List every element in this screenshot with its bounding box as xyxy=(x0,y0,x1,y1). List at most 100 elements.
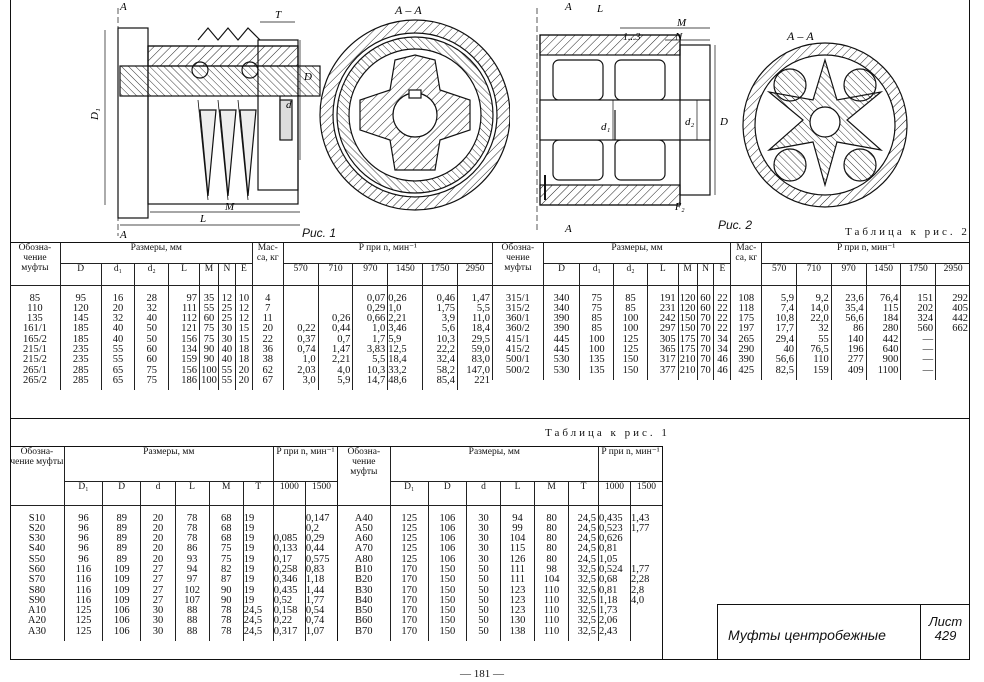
cell-value: 55 xyxy=(112,343,124,355)
cell-value: 360/2 xyxy=(505,323,530,335)
cell-value: 32,5 xyxy=(577,563,597,575)
cut-mark-top: А xyxy=(119,1,127,13)
cell-value: 100 xyxy=(588,333,605,345)
col-N-r: N xyxy=(696,263,714,286)
cell-value: 7 xyxy=(265,302,271,314)
cell-value: 106 xyxy=(113,605,130,617)
cell-value: 30 xyxy=(478,543,489,555)
cell-value: 90 xyxy=(203,354,215,366)
cell-value: B20 xyxy=(355,574,373,586)
cell-value: 280 xyxy=(882,323,899,335)
cell-value: 185 xyxy=(72,323,89,335)
cell-value: 500/1 xyxy=(505,354,530,366)
cell-value: 75 xyxy=(591,302,603,314)
dim-M: M xyxy=(224,201,235,213)
cell-value: 108 xyxy=(738,292,755,304)
dim-T: T xyxy=(275,9,282,21)
table-1-top-rule xyxy=(10,446,662,447)
cell-value: 5,9 xyxy=(388,333,402,345)
title-block: Муфты центробежные Лист 429 xyxy=(717,604,970,660)
cell-value: 55 xyxy=(818,333,829,345)
cell-value: 170 xyxy=(401,605,418,617)
cell-value: 83,0 xyxy=(471,354,490,366)
cell-value: 89 xyxy=(116,512,127,524)
cell-value: 34 xyxy=(717,333,728,345)
cell-value: 112 xyxy=(181,313,197,325)
col-D: D xyxy=(59,263,102,286)
cell-value: 138 xyxy=(509,625,526,637)
cell-value: 0,29 xyxy=(305,533,325,545)
cell-value: 265 xyxy=(738,333,755,345)
cell-value: 22 xyxy=(717,323,728,335)
cell-value: 3,83 xyxy=(366,343,386,355)
cell-value: 1,47 xyxy=(471,292,490,304)
cell-value: 12 xyxy=(238,313,250,325)
cell-value: 36 xyxy=(262,343,274,355)
col-sizes: Размеры, мм xyxy=(59,243,253,264)
cell-value: B40 xyxy=(355,594,373,606)
cell-value: S70 xyxy=(28,574,46,586)
cell-value: 3,46 xyxy=(388,323,407,335)
cell-value: 94 xyxy=(186,563,198,575)
cell-value: 24,5 xyxy=(243,615,263,627)
cell-value: 22 xyxy=(717,313,728,325)
cell-value: 165/2 xyxy=(22,333,47,345)
cell-value: 110 xyxy=(543,584,560,596)
cell-value: 110 xyxy=(813,354,829,366)
cell-value: 86 xyxy=(853,323,864,335)
cell-value: 19 xyxy=(243,553,255,565)
cell-value: 107 xyxy=(184,594,200,606)
cell-value: 0,37 xyxy=(297,333,316,345)
cell-value: 4 xyxy=(265,292,271,304)
t1-col-1000: 1000 xyxy=(272,481,306,506)
cell-value: 0,66 xyxy=(366,313,386,325)
cell-value: 265/1 xyxy=(22,364,47,376)
cell-value: 340 xyxy=(553,292,570,304)
col-1750-r: 1750 xyxy=(900,263,936,286)
cell-value: 4,0 xyxy=(631,594,645,606)
page-number: — 181 — xyxy=(460,668,504,680)
cell-value: S20 xyxy=(28,522,46,534)
cell-value: 170 xyxy=(401,625,418,637)
cell-value: 2,03 xyxy=(297,364,316,376)
t1-col-1500: 1500 xyxy=(304,481,337,506)
dim-F2: F₂ xyxy=(674,202,685,213)
cell-value: 210 xyxy=(679,364,696,376)
cell-value: 82 xyxy=(220,563,232,575)
cell-value: 1,0 xyxy=(388,302,402,314)
cell-value: 0,147 xyxy=(305,512,330,524)
cell-value: 20 xyxy=(152,553,164,565)
cell-value: 1,18 xyxy=(305,574,325,586)
cell-value: 32,5 xyxy=(577,594,597,606)
cell-value: 19 xyxy=(243,563,255,575)
cell-value: 159 xyxy=(813,364,829,376)
cell-value: 640 xyxy=(882,343,899,355)
cell-value: 75 xyxy=(146,364,157,376)
cell-value: 3,0 xyxy=(302,374,316,386)
cell-value: 18,4 xyxy=(388,354,407,366)
cell-value: 5,6 xyxy=(441,323,455,335)
figure-2-caption: Рис. 2 xyxy=(718,218,753,232)
sheet-label: Лист xyxy=(928,614,963,629)
cell-value: 285 xyxy=(72,364,89,376)
cell-value: 80 xyxy=(546,533,557,545)
cell-value: 19 xyxy=(243,512,255,524)
cell-value: S10 xyxy=(28,512,46,524)
cell-value: 60 xyxy=(203,313,215,325)
figure-2-drawing: L M N 1...3 d₁ d₂ D F₂ А А А – А xyxy=(536,1,908,235)
col-1450-r: 1450 xyxy=(865,263,901,286)
table-1-caption: Таблица к рис. 1 xyxy=(545,427,670,439)
cell-value: 22 xyxy=(262,333,274,345)
cell-value: 19 xyxy=(243,594,255,606)
cell-value: B30 xyxy=(355,584,373,596)
cell-value: 96 xyxy=(78,512,89,524)
cell-value: 405 xyxy=(952,302,968,314)
cell-value: — xyxy=(922,364,934,376)
